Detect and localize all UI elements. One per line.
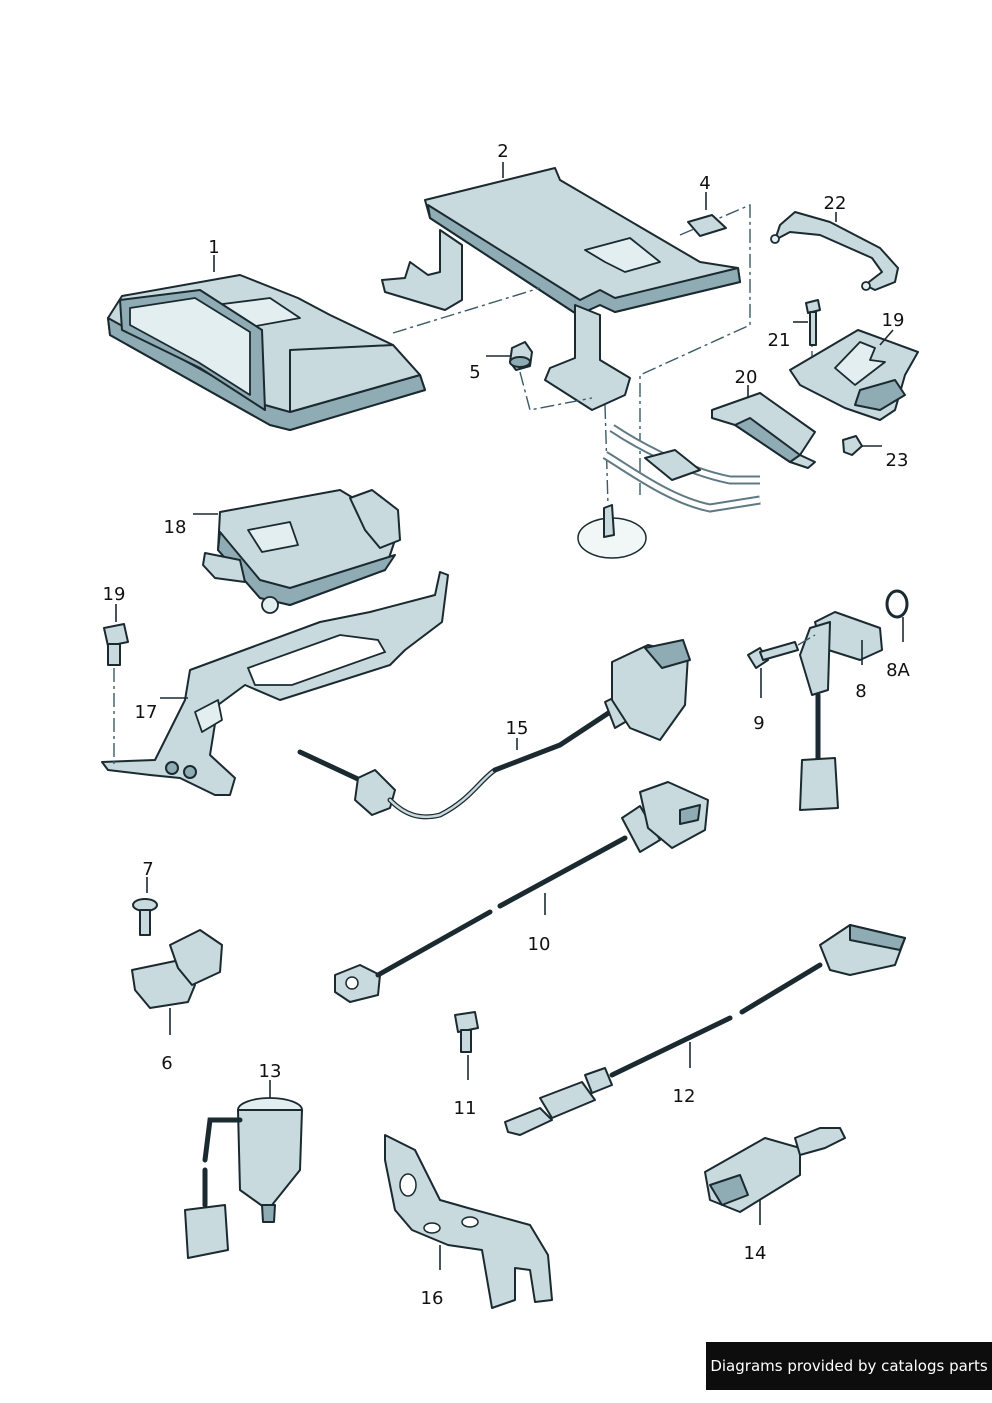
floor-panel-sketch: [577, 424, 761, 559]
label-5: 5: [469, 362, 480, 383]
attribution-banner: Diagrams provided by catalogs parts: [706, 1342, 992, 1390]
label-19-upper: 19: [882, 310, 905, 331]
part-5-nut: [509, 341, 533, 371]
part-21-screw: [805, 299, 821, 346]
part-19-unit: [789, 329, 919, 421]
part-number-labels: 1 2 4 5 22 21 19 20 23 18 19 17 15 8A 8 …: [103, 141, 911, 1309]
label-8: 8: [855, 681, 866, 702]
part-9-bolt: [747, 634, 816, 669]
part-19-screw: [103, 623, 129, 765]
part-8-sensor: [799, 611, 883, 811]
part-6-sensor: [131, 929, 223, 1009]
part-8a-oring: [885, 589, 909, 619]
part-2-bracket: [381, 167, 741, 411]
part-1-control-unit: [107, 274, 426, 431]
label-11: 11: [454, 1098, 477, 1119]
part-13-pressure-sensor: [184, 1097, 303, 1259]
part-18-control-unit: [202, 489, 401, 614]
part-12-lambda-sensor: [504, 924, 906, 1136]
label-15: 15: [506, 718, 529, 739]
label-23: 23: [886, 450, 909, 471]
part-15-sensor: [297, 639, 691, 820]
label-20: 20: [735, 367, 758, 388]
label-19-lower: 19: [103, 584, 126, 605]
part-22-strip: [770, 211, 899, 291]
label-1: 1: [208, 237, 219, 258]
label-16: 16: [421, 1288, 444, 1309]
label-18: 18: [164, 517, 187, 538]
label-10: 10: [528, 934, 551, 955]
part-7-screw: [132, 898, 158, 936]
part-17-frame: [101, 571, 449, 796]
label-6: 6: [161, 1053, 172, 1074]
label-13: 13: [259, 1061, 282, 1082]
part-23-nut: [842, 435, 863, 456]
label-9: 9: [753, 713, 764, 734]
leader-lines: [115, 162, 904, 1270]
label-4: 4: [699, 173, 710, 194]
label-12: 12: [673, 1086, 696, 1107]
attribution-text: Diagrams provided by catalogs parts: [710, 1357, 988, 1375]
label-14: 14: [744, 1243, 767, 1264]
label-21: 21: [768, 330, 791, 351]
part-10-knock-sensor: [334, 781, 709, 1003]
label-8a: 8A: [886, 660, 910, 681]
part-16-bracket: [384, 1134, 553, 1309]
part-4-pad: [687, 214, 727, 237]
label-2: 2: [497, 141, 508, 162]
label-22: 22: [824, 193, 847, 214]
label-17: 17: [135, 702, 158, 723]
part-11-bolt: [454, 1011, 479, 1053]
label-7: 7: [142, 859, 153, 880]
part-14-switch: [704, 1127, 846, 1213]
part-20-module: [711, 392, 816, 469]
